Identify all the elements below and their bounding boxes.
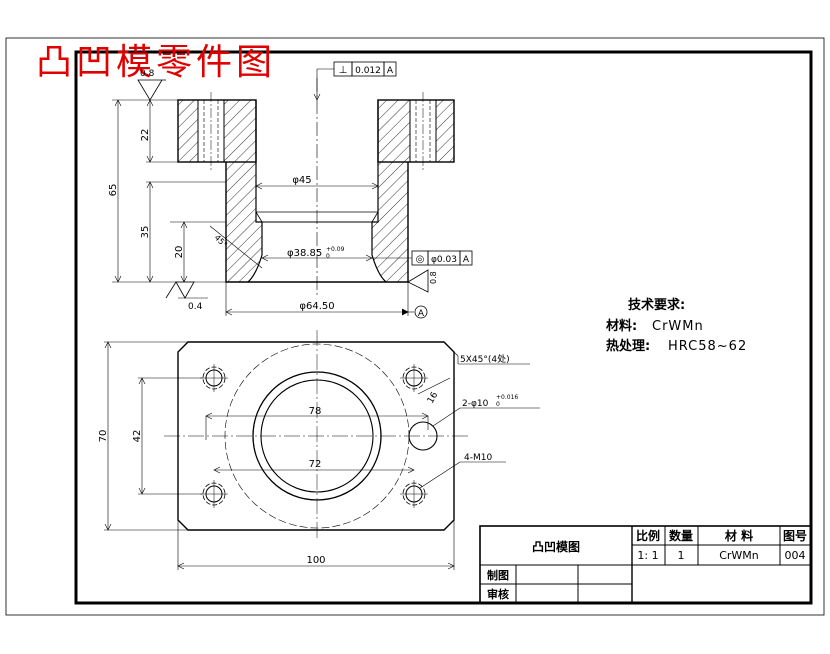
dim-78: 78 — [309, 406, 322, 417]
bore-inner-circle — [260, 379, 374, 493]
value-scale: 1: 1 — [637, 549, 658, 562]
pin-hole-left — [210, 435, 212, 437]
title-block: 凸凹模图 比例 数量 材 料 图号 1: 1 1 CrWMn 004 制图 审核 — [479, 525, 812, 604]
svg-text:⊥: ⊥ — [339, 65, 348, 76]
datum-a-label: A — [418, 309, 425, 319]
outer-sheet-border — [5, 37, 825, 616]
roughness-value-top: 0.8 — [140, 69, 155, 79]
tech-requirements: 技术要求: 材料: CrWMn 热处理: HRC58~62 — [606, 297, 747, 354]
dim-dia-64-50: φ64.50 — [299, 301, 334, 312]
plate-outline — [177, 341, 455, 531]
pin-hole-tol-lower: 0 — [496, 401, 500, 408]
bore-outer-circle — [252, 371, 382, 501]
dim-dia-38-tol-upper: +0.09 — [326, 246, 345, 253]
datum-a-circle — [414, 305, 428, 319]
roughness-value-bottom: 0.4 — [188, 302, 203, 312]
header-drawing-no: 图号 — [783, 528, 807, 543]
checked-by-label: 审核 — [487, 587, 509, 601]
inner-frame-border — [74, 50, 813, 605]
pin-hole-tol-upper: +0.016 — [496, 394, 518, 401]
hatched-body-right — [372, 162, 408, 282]
threaded-hole-top-right — [400, 364, 428, 392]
dim-70: 70 — [98, 430, 109, 443]
hatched-body-left — [226, 162, 262, 282]
value-material: CrWMn — [719, 549, 759, 562]
dim-22: 22 — [140, 129, 151, 142]
header-scale: 比例 — [636, 528, 660, 543]
concentricity-frame: ◎ φ0.03 A — [372, 250, 473, 266]
header-quantity: 数量 — [669, 528, 693, 543]
header-material: 材 料 — [724, 528, 753, 543]
threaded-hole-bottom-left — [200, 480, 228, 508]
dim-20: 20 — [174, 246, 185, 259]
heat-treatment-label: 热处理: — [606, 338, 650, 354]
dim-72: 72 — [309, 459, 322, 470]
svg-text:A: A — [387, 66, 394, 76]
heat-treatment-value: HRC58~62 — [668, 339, 747, 354]
roughness-value-right: 0.8 — [429, 271, 438, 284]
dim-dia-45: φ45 — [292, 175, 311, 186]
dim-35: 35 — [140, 226, 151, 239]
svg-text:φ0.03: φ0.03 — [431, 255, 457, 265]
material-value: CrWMn — [652, 319, 704, 334]
threaded-hole-bottom-right — [400, 480, 428, 508]
value-quantity: 1 — [678, 549, 685, 562]
thread-note: 4-M10 — [464, 453, 492, 463]
svg-text:0.012: 0.012 — [355, 66, 381, 76]
section-view: 22 65 35 20 0.8 ⊥ 0.012 A φ45 — [108, 61, 473, 319]
drafted-by-label: 制图 — [487, 568, 509, 582]
pin-hole-right — [408, 421, 438, 451]
value-drawing-no: 004 — [785, 549, 806, 562]
dim-dia-38-tol-lower: 0 — [326, 253, 330, 260]
roughness-symbol-right — [407, 269, 429, 293]
pin-hole-note: 2-φ10 — [462, 399, 489, 409]
material-label: 材料: — [606, 318, 637, 334]
roughness-symbol-top — [137, 79, 166, 101]
plan-view: 78 72 70 42 100 5X45°(4处) 16 2 — [98, 330, 540, 570]
dim-100: 100 — [306, 555, 325, 566]
roughness-symbol-bottom — [165, 281, 195, 299]
title-block-drawing-name: 凸凹模图 — [532, 539, 580, 554]
dim-65: 65 — [108, 184, 119, 197]
chamfer-note: 5X45°(4处) — [460, 353, 510, 365]
drawing-title: 凸凹模零件图 — [36, 42, 276, 83]
threaded-hole-top-left — [200, 364, 228, 392]
dim-16: 16 — [426, 390, 441, 405]
dim-dia-38-85: φ38.85 — [287, 248, 322, 259]
svg-text:◎: ◎ — [416, 254, 425, 265]
perpendicularity-frame: ⊥ 0.012 A — [313, 61, 397, 101]
dim-42: 42 — [132, 430, 143, 443]
svg-text:A: A — [463, 255, 470, 265]
tech-heading: 技术要求: — [628, 297, 685, 313]
